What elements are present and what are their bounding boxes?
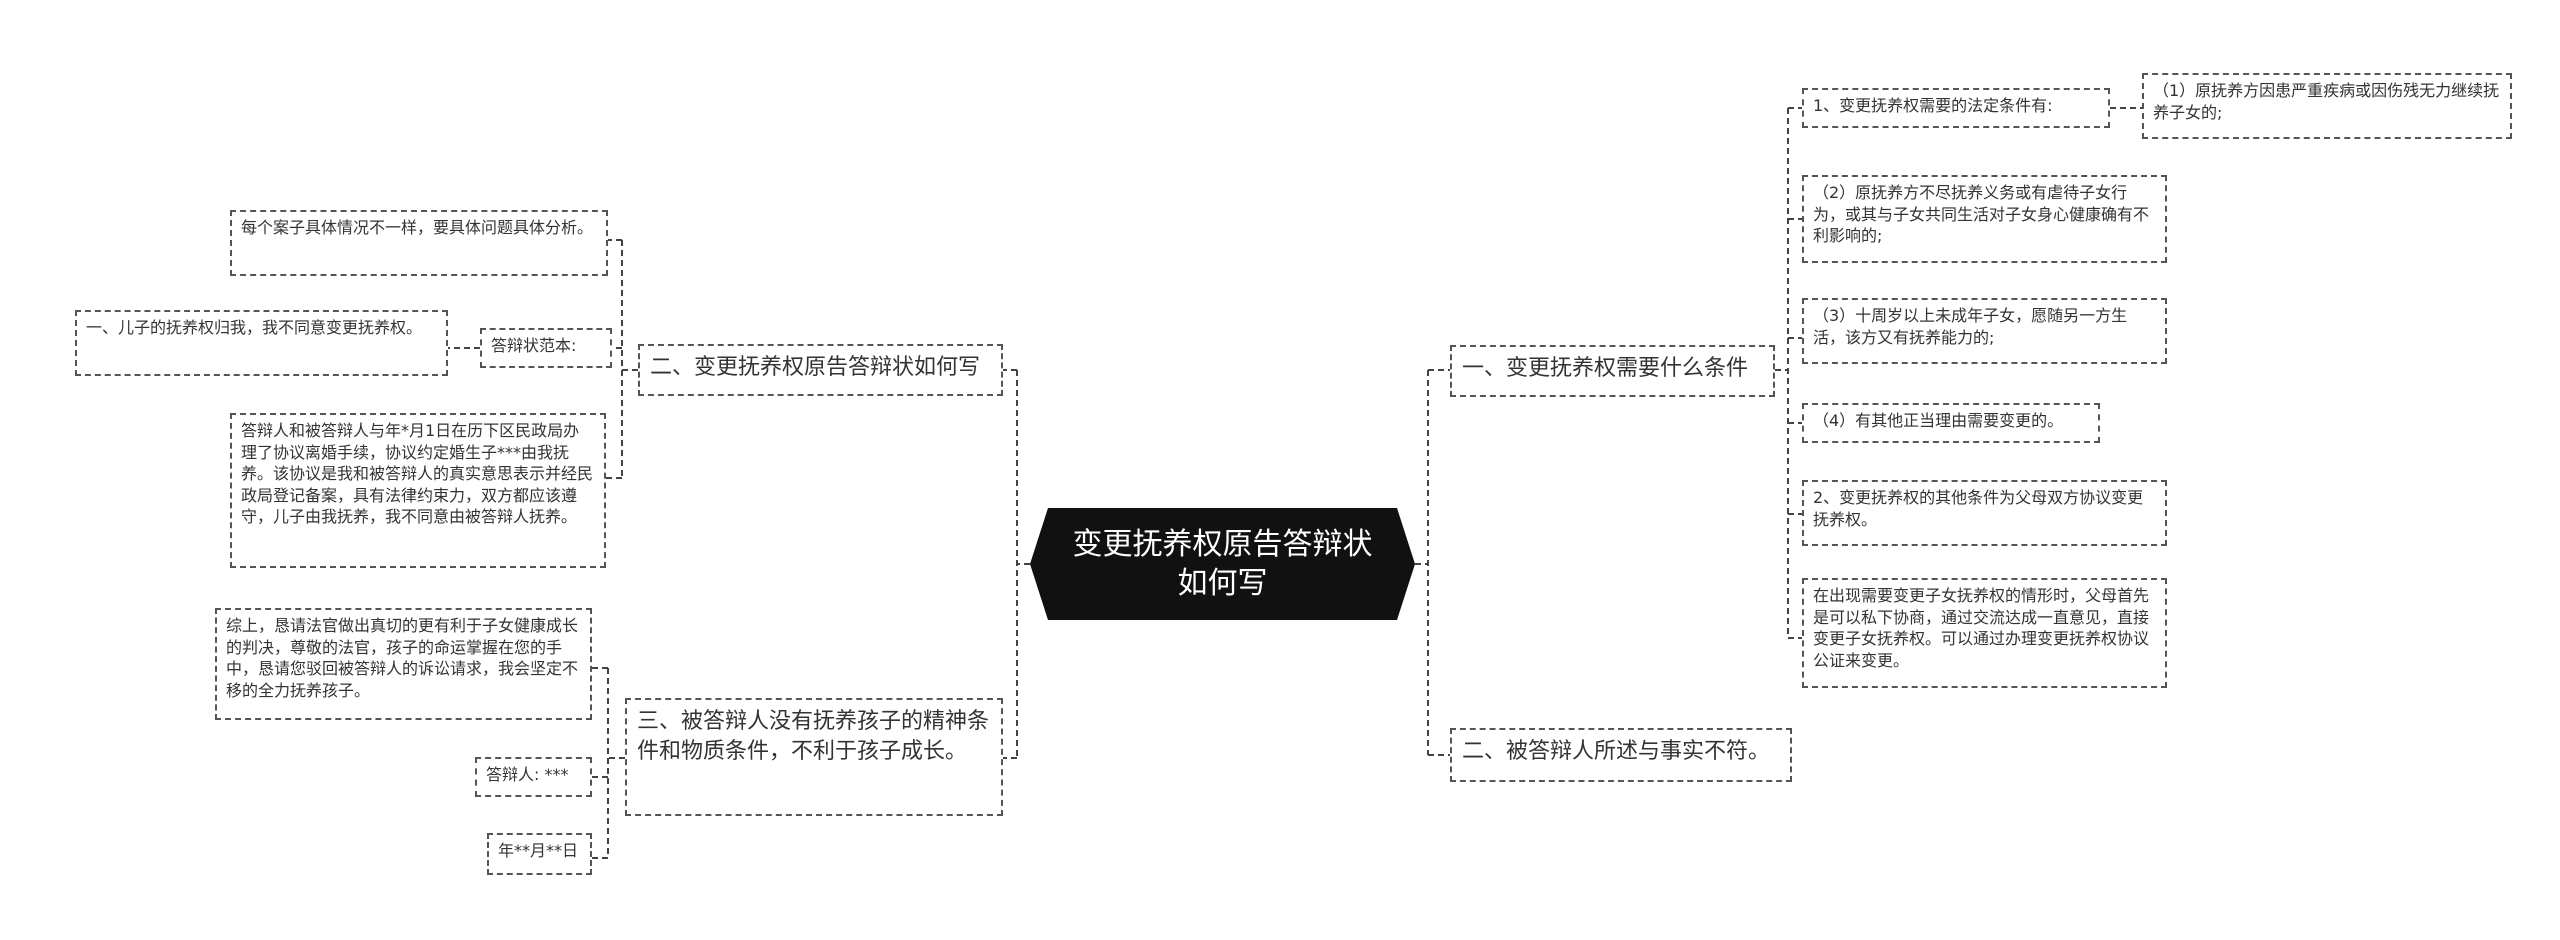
agreement-node[interactable]: 答辩人和被答辩人与年*月1日在历下区民政局办理了协议离婚手续，协议约定婚生子**…: [230, 413, 606, 568]
respondent-node[interactable]: 答辩人: ***: [475, 757, 592, 797]
connector-root-right: [1415, 369, 1450, 756]
condition-3-node[interactable]: （3）十周岁以上未成年子女，愿随另一方生活，该方又有抚养能力的;: [1802, 298, 2167, 364]
negotiation-node[interactable]: 在出现需要变更子女抚养权的情形时，父母首先是可以私下协商，通过交流达成一直意见，…: [1802, 578, 2167, 688]
right-branch-facts[interactable]: 二、被答辩人所述与事实不符。: [1450, 728, 1792, 782]
case-note-node[interactable]: 每个案子具体情况不一样，要具体问题具体分析。: [230, 210, 608, 276]
left-branch-how-to-write[interactable]: 二、变更抚养权原告答辩状如何写: [638, 344, 1003, 396]
connector-left-branch2: [592, 667, 625, 859]
root-topic[interactable]: 变更抚养权原告答辩状如何写: [1030, 508, 1415, 620]
condition-1-node[interactable]: （1）原抚养方因患严重疾病或因伤残无力继续抚养子女的;: [2142, 73, 2512, 139]
left-branch-no-conditions[interactable]: 三、被答辩人没有抚养孩子的精神条件和物质条件，不利于孩子成长。: [625, 698, 1003, 816]
right-branch-conditions[interactable]: 一、变更抚养权需要什么条件: [1450, 345, 1775, 397]
other-conditions-node[interactable]: 2、变更抚养权的其他条件为父母双方协议变更抚养权。: [1802, 480, 2167, 546]
legal-conditions-node[interactable]: 1、变更抚养权需要的法定条件有:: [1802, 88, 2110, 128]
conclusion-node[interactable]: 综上，恳请法官做出真切的更有利于子女健康成长的判决，尊敬的法官，孩子的命运掌握在…: [215, 608, 592, 720]
connector-root-left: [1003, 369, 1030, 759]
date-node[interactable]: 年**月**日: [487, 833, 592, 875]
sample-label-node[interactable]: 答辩状范本:: [480, 328, 612, 368]
connector-right-branch1: [1775, 107, 1802, 639]
condition-2-node[interactable]: （2）原抚养方不尽抚养义务或有虐待子女行为，或其与子女共同生活对子女身心健康确有…: [1802, 175, 2167, 263]
sample-text-node[interactable]: 一、儿子的抚养权归我，我不同意变更抚养权。: [75, 310, 448, 376]
condition-4-node[interactable]: （4）有其他正当理由需要变更的。: [1802, 403, 2100, 443]
